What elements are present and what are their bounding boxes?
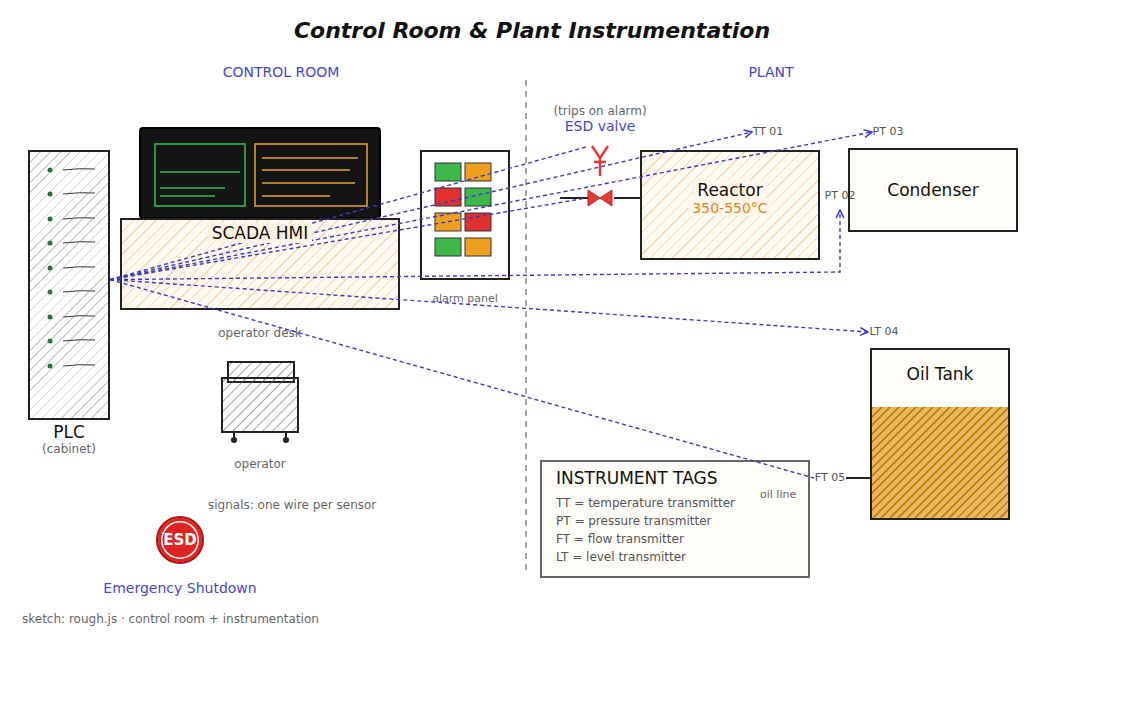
section-divider <box>526 80 527 575</box>
node-heading: Oil Tank <box>907 364 974 384</box>
button-text: ESD <box>163 531 197 549</box>
section-label: PLANT <box>748 64 793 80</box>
temperature-range: 350-550°C <box>688 200 771 216</box>
node-heading: ESD valve <box>565 118 636 134</box>
section-divider <box>525 80 526 575</box>
instrument-tag: PT 02 <box>824 182 856 210</box>
condenser: Condenser <box>848 148 1018 232</box>
alarm-lamps <box>435 213 461 231</box>
node-heading: Emergency Shutdown <box>103 580 256 596</box>
operator-chair <box>234 432 286 437</box>
esd-valve-symbol <box>588 190 612 206</box>
alarm-lamps <box>435 163 461 181</box>
hmi-screen <box>140 128 380 218</box>
tag-number: PT 02 <box>825 190 856 202</box>
tag-definition: PT = pressure transmitter <box>556 512 712 530</box>
node-note: operator desk <box>215 326 305 340</box>
node-heading: SCADA HMI <box>208 223 313 243</box>
process-pipe <box>614 197 640 199</box>
tag-definition: LT = level transmitter <box>556 548 686 566</box>
alarm-lamps <box>465 213 491 231</box>
hmi-screen <box>262 158 358 196</box>
alarm-panel: alarm panel <box>420 150 510 280</box>
esd-valve-symbol <box>592 146 608 176</box>
outside-text-group: Emergency Shutdown <box>103 580 256 596</box>
box-heading: INSTRUMENT TAGS <box>556 468 717 488</box>
operator-chair: operator <box>222 360 298 435</box>
operator-chair <box>283 437 289 443</box>
alarm-lamps <box>465 188 491 206</box>
tag-number: FT 05 <box>815 472 845 484</box>
operator-chair <box>222 378 298 432</box>
esd-valve-symbol <box>560 146 612 206</box>
alarm-lamps <box>435 238 461 256</box>
hmi-screen <box>140 128 380 218</box>
node-note: (cabinet) <box>42 442 96 456</box>
tag-definition: FT = flow transmitter <box>556 530 684 548</box>
outside-text-group: alarm panel <box>432 292 498 305</box>
esd-valve-symbol <box>560 197 588 199</box>
operator-chair <box>231 437 237 443</box>
outside-text-group: (trips on alarm)ESD valve <box>553 104 646 134</box>
caption: sketch: rough.js · control room + instru… <box>22 612 319 626</box>
note: signals: one wire per sensor <box>208 498 376 512</box>
hmi-screen <box>155 144 245 206</box>
diagram-title: Control Room & Plant Instrumentation <box>294 18 770 43</box>
outside-text-group: operator <box>234 457 286 471</box>
esd-valve: (trips on alarm)ESD valve <box>586 140 614 210</box>
alarm-lamps <box>435 163 491 256</box>
tag-definition: TT = temperature transmitter <box>556 494 735 512</box>
node-note: (trips on alarm) <box>553 104 646 118</box>
operator-desk: SCADA HMIoperator desk <box>120 218 400 310</box>
instrument-tag: PT 03 <box>872 118 904 146</box>
hmi-screen <box>255 144 367 206</box>
pipe-label: oil line <box>760 488 796 501</box>
instrument-tag: TT 01 <box>752 118 784 146</box>
tag-number: LT 04 <box>870 326 899 338</box>
oil-tank: Oil Tank <box>870 348 1010 520</box>
tag-legend-box: INSTRUMENT TAGS TT = temperature transmit… <box>540 460 810 578</box>
instrument-tag: LT 04 <box>868 318 900 346</box>
node-note: alarm panel <box>432 292 498 305</box>
node-heading: Reactor <box>693 180 766 200</box>
operator-chair <box>222 362 298 443</box>
alarm-lamps <box>435 188 461 206</box>
process-pipe <box>846 477 870 479</box>
esd-button: ESDEmergency Shutdown <box>156 516 204 564</box>
alarm-lamps <box>465 238 491 256</box>
tag-number: TT 01 <box>753 126 784 138</box>
outside-text-group: PLC(cabinet) <box>42 422 96 456</box>
node-note: operator <box>234 457 286 471</box>
instrument-tag: FT 05 <box>814 464 846 492</box>
section-label: CONTROL ROOM <box>223 64 340 80</box>
alarm-lamps <box>465 163 491 181</box>
reactor-vessel: Reactor350-550°C <box>640 150 820 260</box>
outside-text-group: operator desk <box>215 326 305 340</box>
node-heading: Condenser <box>887 180 978 200</box>
node-heading: PLC <box>53 422 85 442</box>
hmi-screen <box>160 172 240 196</box>
tag-number: PT 03 <box>873 126 904 138</box>
plc-cabinet: PLC(cabinet) <box>28 150 110 420</box>
